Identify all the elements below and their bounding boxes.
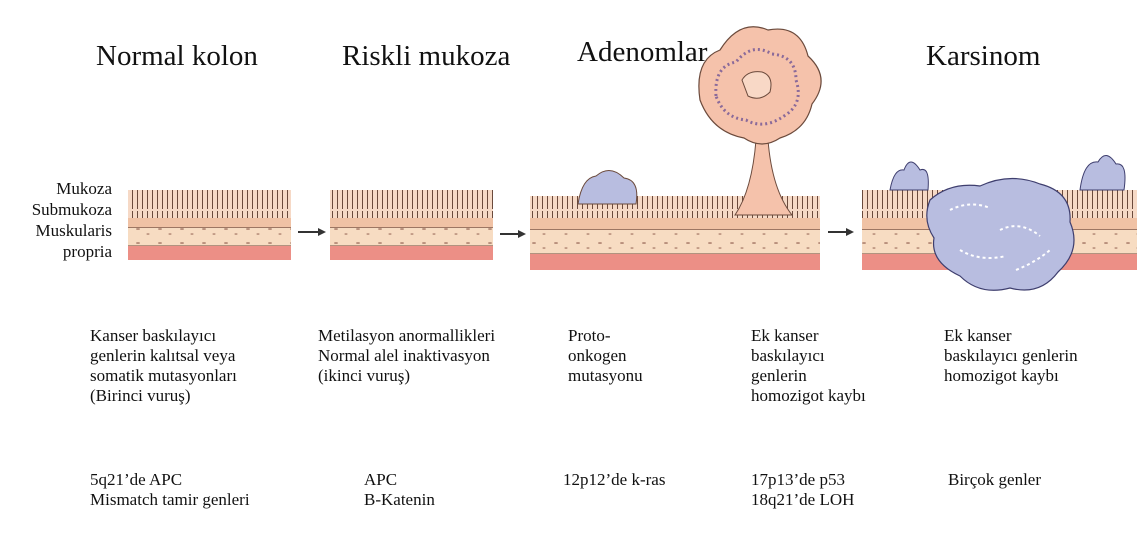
- stage-genes-carcinoma: Birçok genler: [948, 470, 1041, 490]
- stage-genes-normal-colon: 5q21’de APC Mismatch tamir genleri: [90, 470, 250, 510]
- stage-description-additional-loss: Ek kanser baskılayıcı genlerin homozigot…: [751, 326, 866, 406]
- colon-progression-illustration: [0, 0, 1137, 300]
- stage-description-carcinoma: Ek kanser baskılayıcı genlerin homozigot…: [944, 326, 1078, 386]
- segment-normal-colon: [128, 190, 291, 260]
- segment-risky-mucosa: [330, 190, 493, 260]
- segment-adenomas: [530, 27, 821, 270]
- stage-genes-additional-loss: 17p13’de p53 18q21’de LOH: [751, 470, 854, 510]
- stage-genes-risky-mucosa: APC B-Katenin: [364, 470, 435, 510]
- stage-description-risky-mucosa: Metilasyon anormallikleri Normal alel in…: [318, 326, 495, 386]
- stage-description-normal-colon: Kanser baskılayıcı genlerin kalıtsal vey…: [90, 326, 237, 406]
- stage-description-adenomas: Proto- onkogen mutasyonu: [568, 326, 643, 386]
- stage-genes-adenomas: 12p12’de k-ras: [563, 470, 665, 490]
- segment-carcinoma: [862, 155, 1137, 290]
